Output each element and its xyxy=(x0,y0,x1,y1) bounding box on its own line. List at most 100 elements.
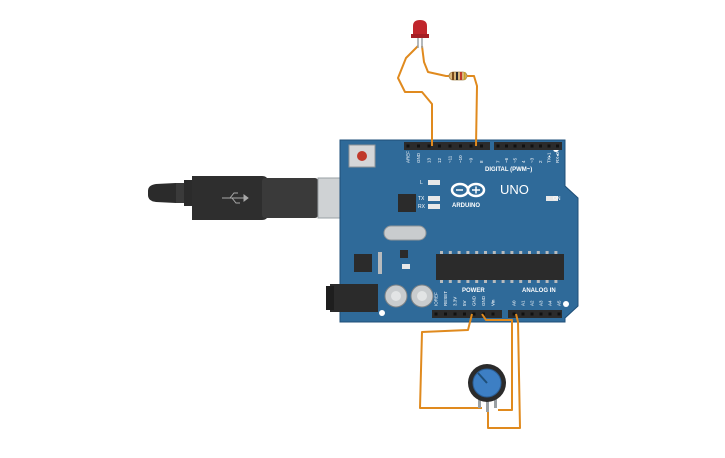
chip-leg xyxy=(440,251,443,254)
chip-leg xyxy=(492,280,496,283)
power-jack[interactable] xyxy=(330,284,378,312)
status-leds xyxy=(428,180,558,209)
usb-chip xyxy=(398,194,416,212)
digital-pin-socket[interactable] xyxy=(448,144,452,148)
l-led-label: L xyxy=(420,180,423,186)
pot-wiper-indicator xyxy=(477,372,488,384)
chip-leg xyxy=(475,251,479,254)
chip-leg xyxy=(554,251,558,254)
digital-pin-socket[interactable] xyxy=(469,144,473,148)
regulator-tab xyxy=(378,252,382,274)
digital-pin-socket[interactable] xyxy=(406,144,410,148)
rx-led-label: RX xyxy=(418,204,426,210)
power-pin-socket[interactable] xyxy=(463,312,466,316)
digital-pin-label: ~9 xyxy=(469,157,474,163)
digital-pin-label: ~5 xyxy=(513,157,518,163)
usb-cable[interactable] xyxy=(148,176,377,220)
digital-pin-socket[interactable] xyxy=(522,144,525,148)
digital-pin-socket[interactable] xyxy=(547,144,551,148)
capacitor xyxy=(410,284,434,308)
digital-pin-socket[interactable] xyxy=(417,144,420,148)
digital-pin-socket[interactable] xyxy=(530,144,534,148)
wires[interactable] xyxy=(397,45,521,429)
digital-pin-socket[interactable] xyxy=(539,144,542,148)
digital-pin-label: 7 xyxy=(496,160,501,163)
power-pin-socket[interactable] xyxy=(444,312,447,316)
power-pin-label: GND xyxy=(472,295,477,306)
reset-button[interactable] xyxy=(348,144,376,168)
analog-pin-label: A3 xyxy=(539,300,544,306)
digital-pin-socket[interactable] xyxy=(556,144,559,148)
power-pin-socket[interactable] xyxy=(434,312,438,316)
chip-leg xyxy=(519,280,523,283)
wire-led-resistor xyxy=(421,45,452,77)
chip-leg xyxy=(457,280,461,283)
chip-leg xyxy=(466,280,470,283)
chip-leg xyxy=(510,280,514,283)
digital-pin-socket[interactable] xyxy=(427,144,431,148)
analog-pin-label: A2 xyxy=(530,300,535,306)
digital-pin-socket[interactable] xyxy=(480,144,483,148)
chip-leg xyxy=(536,280,540,283)
analog-pin-socket[interactable] xyxy=(521,312,525,316)
chip-leg xyxy=(484,251,487,254)
smd-component xyxy=(402,264,410,269)
power-pin-label: 3.3V xyxy=(453,297,458,306)
chip-leg xyxy=(510,251,514,254)
digital-pin-label: 4 xyxy=(521,160,526,163)
digital-pin-label: 2 xyxy=(538,160,543,163)
power-pin-label: 5V xyxy=(462,300,467,306)
mounting-hole xyxy=(379,310,385,316)
resistor[interactable] xyxy=(448,71,468,81)
chip-leg xyxy=(501,251,505,254)
power-pin-socket[interactable] xyxy=(472,312,476,316)
analog-pin-socket[interactable] xyxy=(548,312,552,316)
power-header-label: POWER xyxy=(462,288,485,294)
analog-pin-socket[interactable] xyxy=(512,312,516,316)
model-label: UNO xyxy=(500,182,529,197)
analog-pin-socket[interactable] xyxy=(530,312,534,316)
brand-label: ARDUINO xyxy=(452,203,480,209)
chip-leg xyxy=(536,251,540,254)
digital-pin-socket[interactable] xyxy=(459,144,462,148)
analog-header-label: ANALOG IN xyxy=(522,288,556,294)
digital-pin-socket[interactable] xyxy=(505,144,508,148)
chip-leg xyxy=(440,280,443,283)
power-pin-socket[interactable] xyxy=(482,312,485,316)
digital-pin-label: ~6 xyxy=(504,157,509,163)
analog-pin-socket[interactable] xyxy=(557,312,561,316)
chip-leg xyxy=(554,280,558,283)
on-led-label: ON xyxy=(553,196,561,202)
power-jack-front xyxy=(326,286,334,310)
chip-leg xyxy=(528,280,531,283)
power-pin-socket[interactable] xyxy=(491,312,495,316)
led[interactable] xyxy=(411,20,429,48)
chip-leg xyxy=(545,251,549,254)
digital-pin-label: AREF xyxy=(406,151,411,163)
digital-pin-label: RX◂0 xyxy=(555,151,560,163)
digital-pin-label: 13 xyxy=(427,157,432,163)
digital-pin-socket[interactable] xyxy=(513,144,517,148)
digital-header-label: DIGITAL (PWM~) xyxy=(485,167,532,173)
chip-leg xyxy=(448,280,452,283)
digital-pin-socket[interactable] xyxy=(496,144,500,148)
chip-leg xyxy=(484,280,487,283)
digital-pin-socket[interactable] xyxy=(438,144,441,148)
power-pin-label: GND xyxy=(481,295,486,306)
crystal-oscillator xyxy=(383,225,427,241)
power-pin-socket[interactable] xyxy=(453,312,457,316)
mounting-hole xyxy=(563,301,569,307)
digital-pin-label: ~11 xyxy=(448,155,453,163)
wire-5v-pot xyxy=(419,313,482,409)
analog-pin-socket[interactable] xyxy=(539,312,543,316)
microcontroller-chip xyxy=(436,251,564,283)
wire-gnd-pot xyxy=(481,313,513,411)
chip-leg xyxy=(545,280,549,283)
potentiometer[interactable] xyxy=(468,364,506,412)
power-analog-header xyxy=(432,310,562,318)
chip-leg xyxy=(457,251,461,254)
